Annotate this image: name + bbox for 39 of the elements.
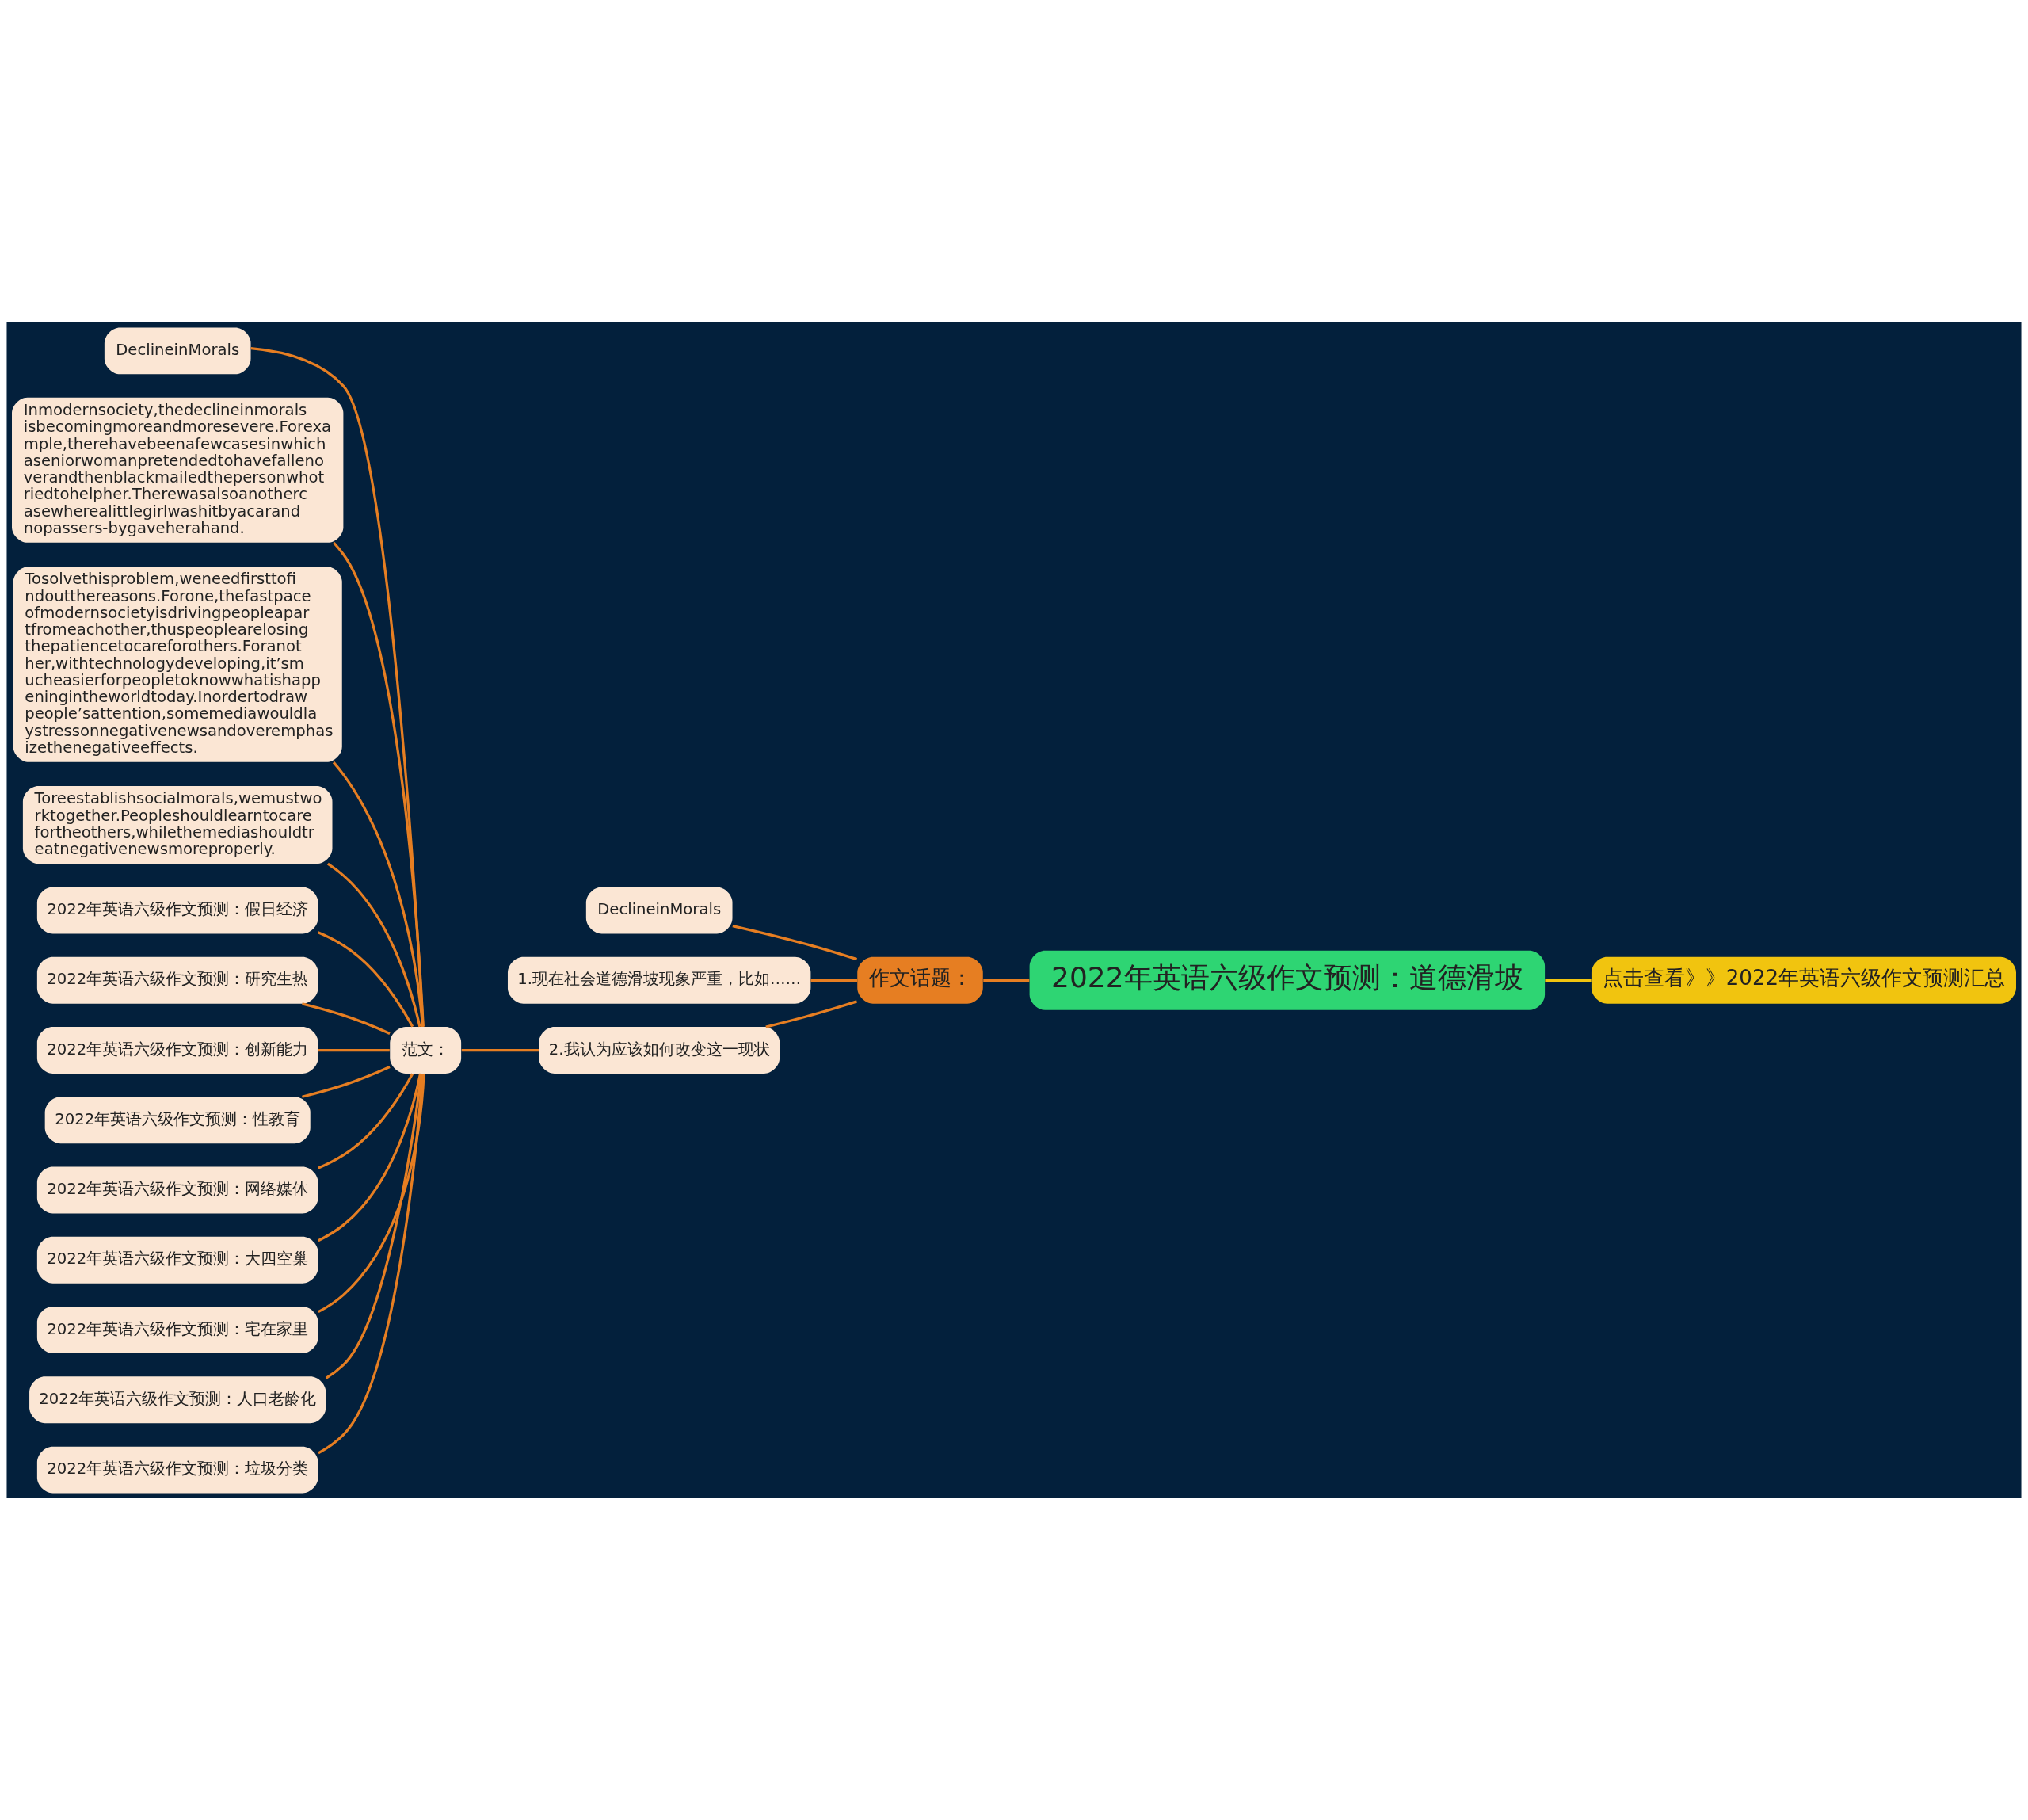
connector bbox=[325, 1073, 423, 1379]
node-box: 2022年英语六级作文预测：研究生热 bbox=[36, 956, 318, 1004]
connector bbox=[302, 1065, 391, 1098]
node-box: 2022年英语六级作文预测：创新能力 bbox=[36, 1026, 318, 1074]
node-box: DeclineinMorals bbox=[104, 327, 251, 374]
node-box: 2022年英语六级作文预测：人口老龄化 bbox=[29, 1375, 326, 1423]
node-box: 作文话题： bbox=[857, 956, 983, 1004]
connector bbox=[732, 924, 858, 960]
connector bbox=[461, 1048, 539, 1051]
connector bbox=[318, 1073, 425, 1454]
connector bbox=[1545, 979, 1592, 982]
connector bbox=[327, 862, 421, 1027]
node-box: 2022年英语六级作文预测：网络媒体 bbox=[36, 1166, 318, 1213]
node-box: 1.现在社会道德滑坡现象严重，比如…… bbox=[507, 956, 811, 1004]
node-box: 2022年英语六级作文预测：道德滑坡 bbox=[1029, 950, 1546, 1010]
node-box: 点击查看》》2022年英语六级作文预测汇总 bbox=[1591, 956, 2016, 1004]
connector bbox=[810, 979, 858, 982]
node-box: 范文： bbox=[390, 1026, 462, 1074]
node-box: 2022年英语六级作文预测：宅在家里 bbox=[36, 1306, 318, 1353]
node-box: 2022年英语六级作文预测：大四空巢 bbox=[36, 1236, 318, 1284]
connector bbox=[302, 1002, 391, 1035]
connector bbox=[318, 1073, 425, 1313]
connector bbox=[318, 1073, 422, 1242]
connector bbox=[765, 999, 858, 1028]
node-box: Inmodernsociety,thedeclineinmoralsisbecomingmoreandmoresevere.Forexample,therehavebeenafewcasesinwhichaseniorwomanpretendedtohavefallenoverandthenblackmailedthepersonwhotriedtohelpher.Therewasalsoanothercasewherealittlegirlwashitbyacarandnopassers-bygaveherahand. bbox=[12, 397, 344, 543]
node-box: Tosolvethisproblem,weneedfirsttofindoutthereasons.Forone,thefastpaceofmodernsocietyisdrivingpeopleapartfromeachother,thuspeoplearelosingthepatiencetocareforothers.Foranother,withtechnologydeveloping,it’smucheasierforpeopletoknowwhatishappeningintheworldtoday.Inordertodrawpeople’sattention,somemediawouldlaystressonnegativenewsandoveremphasizethenegativeeffects. bbox=[13, 566, 342, 762]
connector bbox=[317, 930, 414, 1028]
connector bbox=[333, 541, 425, 1026]
node-box: 2022年英语六级作文预测：垃圾分类 bbox=[36, 1446, 318, 1493]
connector bbox=[332, 761, 425, 1027]
node-box: 2022年英语六级作文预测：假日经济 bbox=[36, 887, 318, 933]
connector bbox=[250, 346, 425, 1027]
node-box: 2.我认为应该如何改变这一现状 bbox=[539, 1026, 780, 1074]
connector bbox=[317, 1072, 414, 1169]
node-box: DeclineinMorals bbox=[585, 887, 733, 933]
connector bbox=[318, 1048, 390, 1051]
node-box: 2022年英语六级作文预测：性教育 bbox=[44, 1096, 311, 1143]
node-box: Toreestablishsocialmorals,wemustworktogether.Peopleshouldlearntocarefortheothers,whilethemediashouldtreatnegativenewsmoreproperly. bbox=[22, 785, 333, 864]
connector bbox=[983, 979, 1030, 982]
